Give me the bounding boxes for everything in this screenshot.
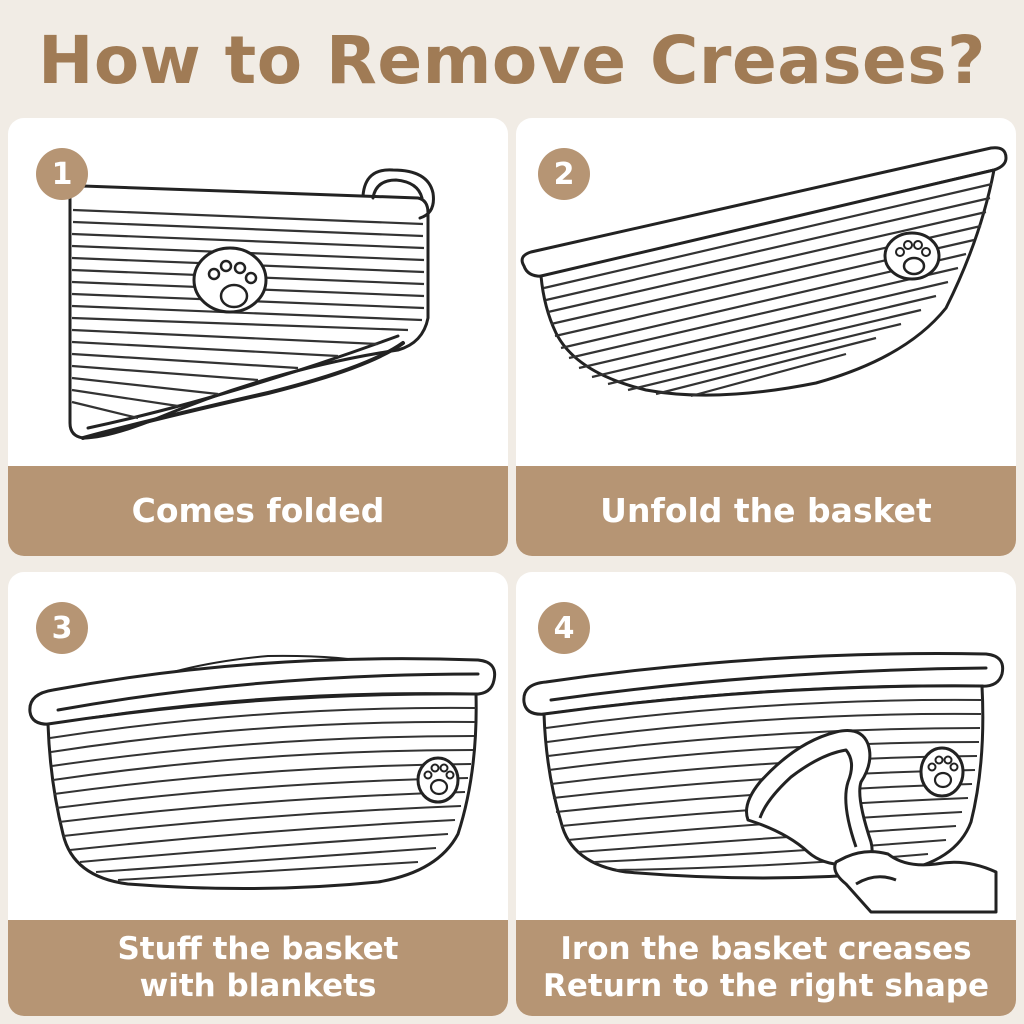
- caption-line: Stuff the basket: [117, 930, 399, 967]
- step-number-badge: 1: [36, 148, 88, 200]
- paw-patch-icon: [883, 231, 941, 281]
- step-caption: Stuff the basket with blankets: [8, 920, 508, 1016]
- paw-patch-icon: [192, 246, 268, 314]
- stuffed-basket-illustration: [8, 572, 508, 922]
- unfolded-basket-illustration: [516, 118, 1016, 468]
- caption-line: Comes folded: [131, 491, 385, 531]
- step-caption: Unfold the basket: [516, 466, 1016, 556]
- step-card-1: 1 Comes folded: [8, 118, 508, 556]
- folded-basket-illustration: [8, 118, 508, 468]
- paw-patch-icon: [416, 756, 460, 804]
- steamer-iron-icon: [745, 729, 998, 914]
- step-number-badge: 3: [36, 602, 88, 654]
- step-card-2: 2 Unfold the basket: [516, 118, 1016, 556]
- caption-line: with blankets: [139, 968, 377, 1004]
- step-number-badge: 4: [538, 602, 590, 654]
- caption-line: Unfold the basket: [600, 491, 932, 531]
- step-card-4: 4 Iron the basket creases Return to the …: [516, 572, 1016, 1016]
- ironing-basket-illustration: [516, 572, 1016, 922]
- page-title: How to Remove Creases?: [38, 22, 986, 99]
- step-number-badge: 2: [538, 148, 590, 200]
- step-card-3: 3 Stuff the basket with blankets: [8, 572, 508, 1016]
- caption-line: Iron the basket creases: [560, 930, 972, 967]
- caption-line: Return to the right shape: [543, 968, 989, 1004]
- step-caption: Comes folded: [8, 466, 508, 556]
- step-caption: Iron the basket creases Return to the ri…: [516, 920, 1016, 1016]
- paw-patch-icon: [919, 746, 965, 798]
